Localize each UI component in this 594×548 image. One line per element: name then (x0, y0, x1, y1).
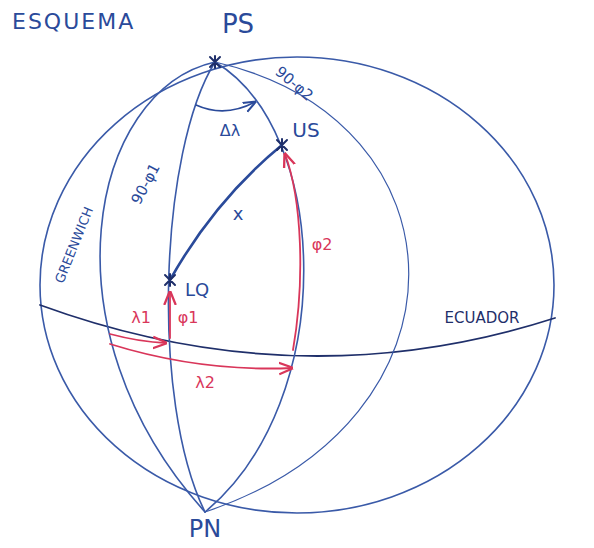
arc-label: 90-φ2 (270, 62, 318, 106)
arc-label: 90-φ1 (127, 159, 165, 209)
phi2-arrow (285, 154, 300, 350)
lambda2-arrow (110, 344, 292, 369)
diagram-title: ESQUEMA (10, 10, 137, 34)
point-markers (165, 56, 287, 286)
equator-label: ECUADOR (443, 310, 522, 327)
longitude-label: λ1 (129, 309, 153, 327)
latitude-label: φ1 (176, 309, 201, 327)
meridian-us (205, 62, 304, 512)
meridian-lq (168, 62, 215, 512)
great-circle-arc (170, 145, 282, 280)
delta-lambda-arrow (196, 102, 255, 111)
star-marker (210, 56, 220, 68)
latitude-label: φ2 (310, 236, 335, 254)
point-label: US (290, 119, 321, 141)
meridian-label: GREENWICH (51, 203, 97, 287)
sphere-outline (40, 57, 554, 513)
pole-label: PN (187, 516, 223, 542)
star-marker (277, 139, 287, 151)
distance-label: x (231, 204, 246, 224)
pole-label: PS (220, 10, 256, 38)
star-marker (165, 274, 175, 286)
greenwich-meridian (100, 62, 215, 512)
coordinate-arrows (110, 154, 300, 369)
sphere-lines (40, 57, 555, 513)
point-label: LQ (183, 280, 211, 300)
angle-label: Δλ (218, 122, 242, 140)
meridian-right (205, 62, 409, 512)
longitude-label: λ2 (193, 374, 217, 392)
lambda1-arrow (110, 334, 166, 343)
phi1-arrow (169, 292, 171, 338)
